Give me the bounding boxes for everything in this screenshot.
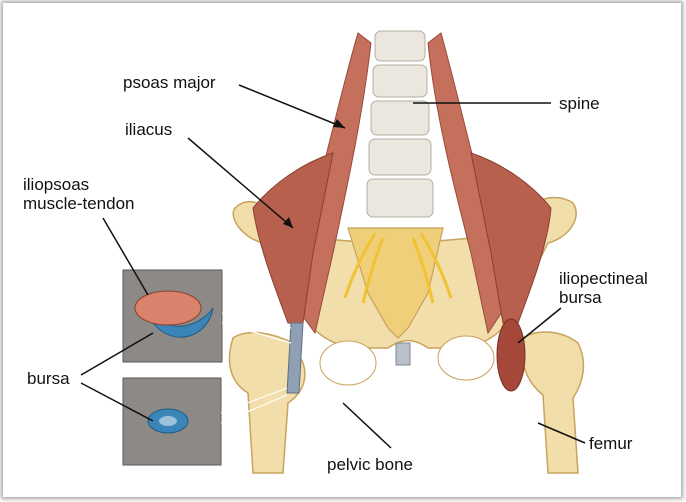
iliopectineal-bursa: [497, 319, 525, 391]
label-iliopsoas-1: iliopsoas: [23, 175, 89, 194]
bursa-ring-inner: [159, 416, 177, 426]
pelvis-illustration: [3, 3, 681, 497]
label-femur: femur: [589, 434, 632, 453]
spine-vertebrae: [367, 31, 433, 217]
label-iliacus: iliacus: [125, 120, 172, 139]
pubic-symphysis: [396, 343, 410, 365]
label-iliopectineal-2: bursa: [559, 288, 602, 307]
label-pelvic-bone: pelvic bone: [327, 455, 413, 474]
femur-right: [522, 332, 584, 473]
label-iliopsoas-2: muscle-tendon: [23, 194, 135, 213]
label-spine: spine: [559, 94, 600, 113]
obturator-left: [320, 341, 376, 385]
label-iliopectineal-1: iliopectineal: [559, 269, 648, 288]
tendon-cross-section: [135, 291, 201, 325]
label-psoas-major: psoas major: [123, 73, 216, 92]
anatomy-figure: psoas major spine iliacus iliopsoas musc…: [3, 3, 681, 497]
obturator-right: [438, 336, 494, 380]
label-bursa: bursa: [27, 369, 70, 388]
